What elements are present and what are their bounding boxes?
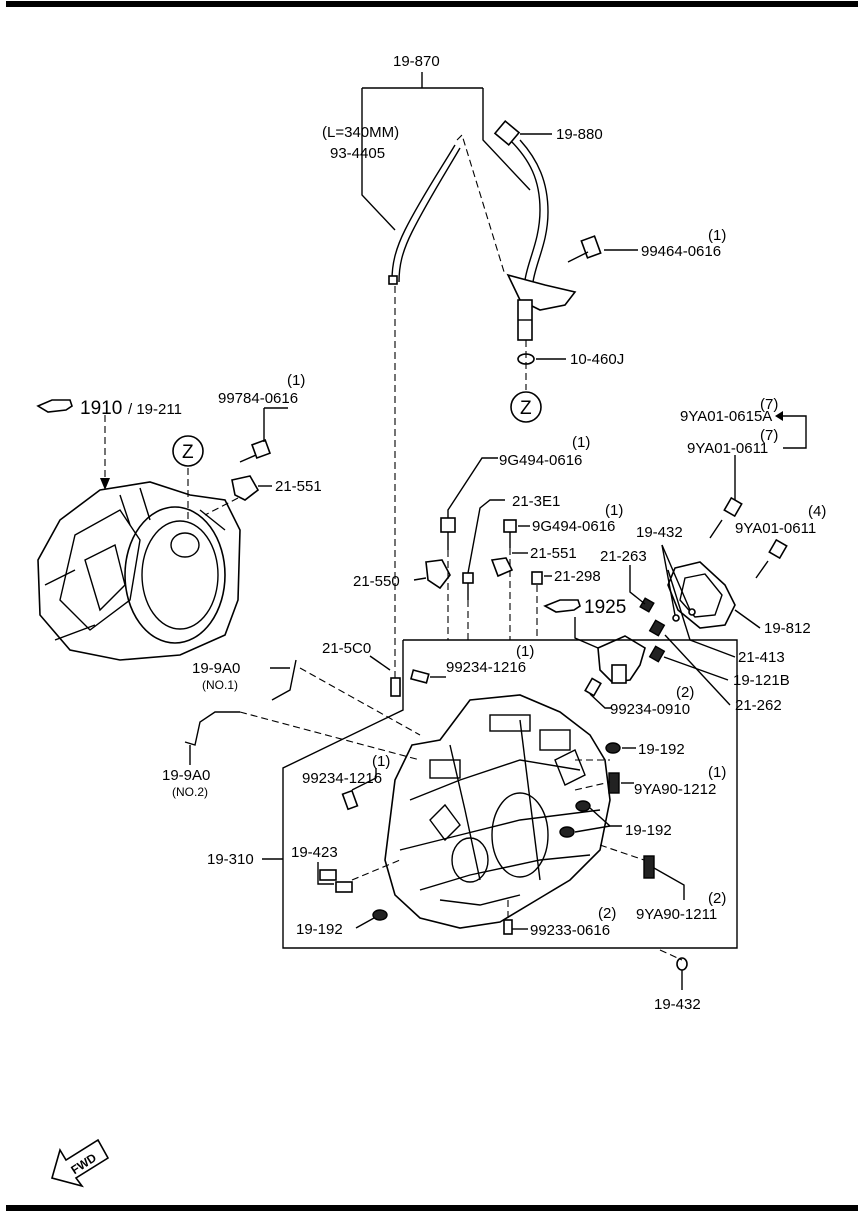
converter-housing: [36, 399, 288, 661]
part-19-192-c: 19-192: [296, 921, 343, 938]
part-9YA01-0611-b: 9YA01-0611: [735, 520, 816, 537]
qty-9ya01-0611-b: (4): [808, 503, 826, 520]
part-9G494-0616-a: 9G494-0616: [499, 452, 582, 469]
part-19-880: 19-880: [556, 126, 603, 143]
fwd-arrow-icon: FWD: [51, 1138, 110, 1188]
qty-99234-1216-a: (1): [516, 643, 534, 660]
part-21-413: 21-413: [738, 649, 785, 666]
note-no2: (NO.2): [172, 785, 208, 799]
part-21-262: 21-262: [735, 697, 782, 714]
qty-9ya90-1212: (1): [708, 764, 726, 781]
part-9YA90-1211: 9YA90-1211: [636, 906, 717, 923]
upper-small-parts: [413, 457, 646, 709]
part-9YA90-1212: 9YA90-1212: [634, 781, 716, 798]
part-99233-0616: 99233-0616: [530, 922, 610, 939]
part-19-192-b: 19-192: [625, 822, 672, 839]
qty-99784: (1): [287, 372, 305, 389]
part-21-263: 21-263: [600, 548, 647, 565]
qty-99234-1216-b: (1): [372, 753, 390, 770]
part-21-550: 21-550: [353, 573, 400, 590]
part-21-298: 21-298: [554, 568, 601, 585]
part-19-432-lower: 19-432: [654, 996, 701, 1013]
part-99234-1216-a: 99234-1216: [446, 659, 526, 676]
qty-9ya01-0615a: (7): [760, 396, 778, 413]
part-9YA01-0611-a: 9YA01-0611: [687, 440, 768, 457]
dipstick-assembly: [361, 72, 638, 680]
ref-1910: 1910: [80, 398, 122, 419]
part-19-812: 19-812: [764, 620, 811, 637]
part-93-4405: 93-4405: [330, 145, 385, 162]
qty-99233: (2): [598, 905, 616, 922]
part-99234-1216-b: 99234-1216: [302, 770, 382, 787]
part-19-9A0-no1: 19-9A0: [192, 660, 240, 677]
qty-9g494-a: (1): [572, 434, 590, 451]
ref-z-top: Z: [520, 398, 532, 419]
part-19-121B: 19-121B: [733, 672, 790, 689]
part-19-310: 19-310: [207, 851, 254, 868]
part-19-423: 19-423: [291, 844, 338, 861]
length-note: (L=340MM): [322, 124, 399, 141]
part-9G494-0616-b: 9G494-0616: [532, 518, 615, 535]
ref-1925: 1925: [584, 597, 626, 618]
part-99464-0616: 99464-0616: [641, 243, 721, 260]
pointing-hand-icon: [36, 399, 73, 413]
part-19-192-a: 19-192: [638, 741, 685, 758]
part-21-3E1: 21-3E1: [512, 493, 560, 510]
part-19-432-upper: 19-432: [636, 524, 683, 541]
qty-99234-0910: (2): [676, 684, 694, 701]
part-99784-0616: 99784-0616: [218, 390, 298, 407]
qty-9ya90-1211: (2): [708, 890, 726, 907]
part-21-5C0: 21-5C0: [322, 640, 371, 657]
pointing-hand-icon: [543, 599, 581, 613]
part-9YA01-0615A: 9YA01-0615A: [680, 408, 772, 425]
part-21-551-left: 21-551: [275, 478, 322, 495]
side-cover-group: [629, 411, 807, 706]
qty-9ya01-0611-a: (7): [760, 427, 778, 444]
part-19-211: / 19-211: [128, 401, 182, 418]
ref-z-left: Z: [182, 442, 194, 463]
part-21-551-center: 21-551: [530, 545, 577, 562]
part-10-460J: 10-460J: [570, 351, 624, 368]
note-no1: (NO.1): [202, 678, 238, 692]
valve-body-group: [184, 639, 738, 990]
part-19-870: 19-870: [393, 53, 440, 70]
part-19-9A0-no2: 19-9A0: [162, 767, 210, 784]
part-99234-0910: 99234-0910: [610, 701, 690, 718]
qty-9g494-b: (1): [605, 502, 623, 519]
qty-99464: (1): [708, 227, 726, 244]
